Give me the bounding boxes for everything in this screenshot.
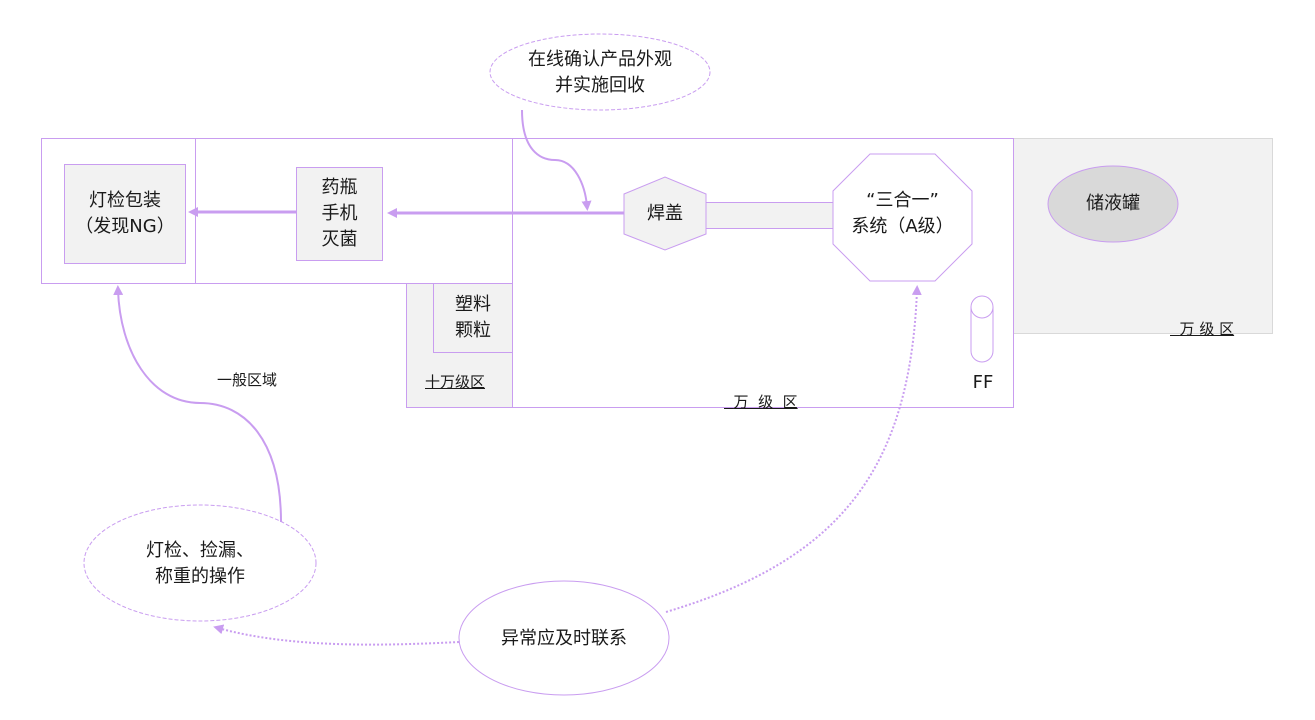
callout-online-check-shape[interactable] [489,33,711,111]
ff-cylinder-icon [970,295,994,363]
zone-label-class-10k-right: 万 级 区 [1170,300,1235,339]
callout-manual-ops-shape[interactable] [83,504,317,622]
node-sterilize-line1: 药瓶 [321,177,358,198]
node-light-inspection-line2: （发现NG） [75,216,175,237]
node-three-in-one-shape[interactable] [832,153,973,282]
callout-manual-ops-line2: 称重的操作 [155,566,245,587]
node-light-inspection-line1: 灯检包装 [89,190,161,211]
zone-label-class-100k-text: 十万级区 [425,373,486,391]
node-three-in-one-line1: “三合一” [866,190,939,211]
node-sterilize-line2: 手机 [321,203,358,224]
node-plastic-pellets-line1: 塑料 [455,294,491,315]
node-sterilize-line3: 灭菌 [321,229,358,250]
callout-manual-ops-line1: 灯检、捡漏、 [146,540,254,561]
callout-abnormal-label: 异常应及时联系 [501,628,627,649]
callout-online-check[interactable]: 在线确认产品外观 并实施回收 [490,44,710,102]
connector-online-check [521,109,592,211]
zone-label-class-10k-right-text: 万 级 区 [1179,320,1235,338]
connector-abnormal-to-system [665,285,922,613]
node-storage-tank-label: 储液罐 [1086,193,1140,214]
callout-online-check-line1: 在线确认产品外观 [528,49,672,70]
zone-label-general-text: 一般区域 [217,371,278,389]
zone-label-class-100k: 十万级区 [425,371,485,392]
node-sterilize[interactable]: 药瓶 手机 灭菌 [296,167,383,261]
node-plastic-pellets[interactable]: 塑料 颗粒 [433,283,513,353]
node-light-inspection[interactable]: 灯检包装 （发现NG） [64,164,186,264]
node-storage-tank-shape[interactable] [1047,165,1179,243]
callout-abnormal-shape[interactable] [458,580,670,696]
callout-manual-ops[interactable]: 灯检、捡漏、 称重的操作 [100,535,300,593]
node-storage-tank[interactable]: 储液罐 [1048,186,1178,222]
callout-abnormal[interactable]: 异常应及时联系 [460,624,668,654]
connector-abnormal-to-manual [213,624,460,646]
node-welding-cap-label: 焊盖 [647,202,683,224]
zone-label-general: 一般区域 [217,369,277,390]
transfer-channel [705,202,835,229]
node-welding-cap[interactable]: 焊盖 [624,177,706,250]
node-three-in-one[interactable]: “三合一” 系统（A级） [833,176,972,252]
zone-label-class-10k-main-text: 万 级 区 [733,393,798,411]
node-plastic-pellets-line2: 颗粒 [455,320,491,341]
node-welding-cap-shape[interactable] [623,176,707,251]
node-ff-label: FF [972,372,994,393]
node-three-in-one-line2: 系统（A级） [851,216,954,237]
callout-online-check-line2: 并实施回收 [555,75,645,96]
node-ff: FF [962,370,1004,396]
connector-manual-ops [113,285,282,523]
zone-label-class-10k-main: 万 级 区 [724,373,798,412]
